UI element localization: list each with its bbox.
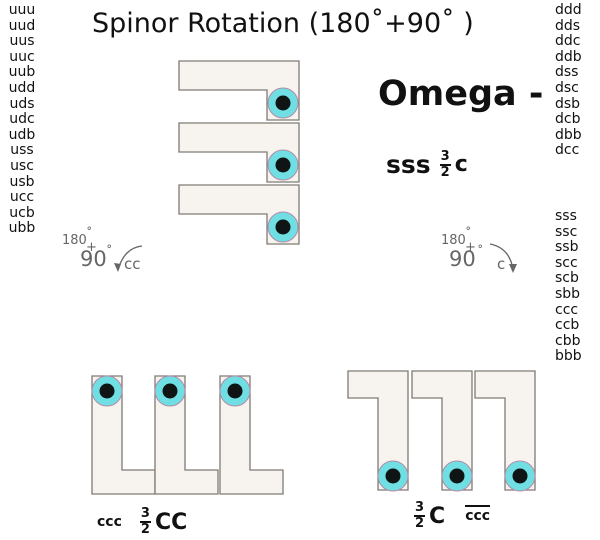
plus-sign: + xyxy=(465,240,476,255)
quark-combination: uuu xyxy=(8,2,36,18)
quark-combination: dcb xyxy=(555,111,581,128)
rotation-direction: cc xyxy=(124,255,141,273)
spin-denominator: 2 xyxy=(140,522,150,537)
quark-combination: ccc xyxy=(555,301,579,318)
quark-combination: cbb xyxy=(555,332,581,349)
quark-shape-seven xyxy=(347,370,409,491)
quark-combination: sss xyxy=(555,208,577,224)
bottom-right-unit: C xyxy=(429,503,446,529)
spin-denominator: 2 xyxy=(415,516,425,531)
quark-combination: ucc xyxy=(9,189,35,206)
spin-fraction: 3 2 xyxy=(414,500,426,531)
particle-name: Omega - xyxy=(378,74,544,114)
particle-quark-spin-label: sss 3 2 c xyxy=(386,148,468,180)
bottom-left-unit: CC xyxy=(154,509,188,535)
quark-shape-seven xyxy=(474,370,536,491)
spin-core-icon xyxy=(385,468,401,484)
quark-combination: dds xyxy=(555,17,581,34)
quark-combination: uud xyxy=(8,17,36,34)
spin-core-icon xyxy=(449,468,465,484)
spin-denominator: 2 xyxy=(440,164,450,180)
quark-combination: ddb xyxy=(555,48,582,65)
quark-combination: udd xyxy=(8,79,36,96)
spin-core-icon xyxy=(275,95,291,111)
quark-combination: ssc xyxy=(555,223,578,240)
spin-core-icon xyxy=(275,219,291,235)
rotation-first-angle: 180 xyxy=(62,233,87,248)
quark-combination: uds xyxy=(9,95,35,112)
quark-combination: dsb xyxy=(555,95,581,112)
rotation-second-angle: 90 xyxy=(449,247,476,271)
clockwise-arrow-icon xyxy=(489,243,514,271)
spin-numerator: 3 xyxy=(139,506,151,523)
quark-combination: sbb xyxy=(555,285,581,302)
quark-combination: ssb xyxy=(555,239,579,256)
quark-combination: uub xyxy=(8,64,36,81)
rotation-direction: c xyxy=(497,255,506,273)
quark-combination: ubb xyxy=(8,220,36,237)
bottom-right-anti-quarks: ccc xyxy=(465,504,491,524)
degree-sign: ˚ xyxy=(86,227,93,242)
spin-core-icon xyxy=(275,157,291,173)
degree-sign: ˚ xyxy=(106,245,113,260)
clockwise-arrowhead-icon xyxy=(509,264,517,273)
quark-combination: dsc xyxy=(555,79,579,96)
quark-combination: dbb xyxy=(555,126,582,143)
quark-combination: dss xyxy=(555,64,579,81)
particle-quarks: sss xyxy=(386,150,431,179)
bottom-right-caption: 3 2 C ccc xyxy=(410,500,491,531)
quark-combination: uss xyxy=(10,142,34,159)
bottom-left-caption: ccc 3 2 CC xyxy=(97,506,188,537)
spin-core-icon xyxy=(99,383,115,399)
quark-combination: udc xyxy=(9,111,35,128)
quark-combination: bbb xyxy=(555,348,582,365)
degree-sign: ˚ xyxy=(477,245,484,260)
quark-shape-seven xyxy=(411,370,473,491)
counterclockwise-arrow-icon xyxy=(117,245,143,271)
spin-numerator: 3 xyxy=(439,148,451,166)
diagram-title: Spinor Rotation (180˚+90˚ ) xyxy=(92,8,474,39)
degree-sign: ˚ xyxy=(465,227,472,242)
spin-fraction: 3 2 xyxy=(439,148,451,180)
bottom-left-quarks: ccc xyxy=(97,514,122,530)
quark-combination: ddc xyxy=(555,33,581,50)
particle-unit: c xyxy=(454,152,468,177)
spin-core-icon xyxy=(512,468,528,484)
quark-combination: ccb xyxy=(555,317,580,334)
rotation-first-angle: 180 xyxy=(441,233,466,248)
spin-numerator: 3 xyxy=(414,500,426,517)
quark-combination: uuc xyxy=(9,48,35,65)
spin-core-icon xyxy=(227,383,243,399)
quark-combination: usb xyxy=(9,173,35,190)
quark-combination: scb xyxy=(555,270,579,287)
quark-combination: udb xyxy=(8,126,36,143)
spin-fraction: 3 2 xyxy=(139,506,151,537)
quark-combination: ddd xyxy=(555,2,582,18)
quark-combination: dcc xyxy=(555,142,580,159)
quark-combination: usc xyxy=(10,157,34,174)
counterclockwise-arrowhead-icon xyxy=(114,263,121,272)
quark-combination: scc xyxy=(555,254,578,271)
spin-core-icon xyxy=(162,383,178,399)
quark-combination: uus xyxy=(9,33,35,50)
rotation-second-angle: 90 xyxy=(80,247,107,271)
quark-combination: ucb xyxy=(9,204,35,221)
plus-sign: + xyxy=(86,240,97,255)
